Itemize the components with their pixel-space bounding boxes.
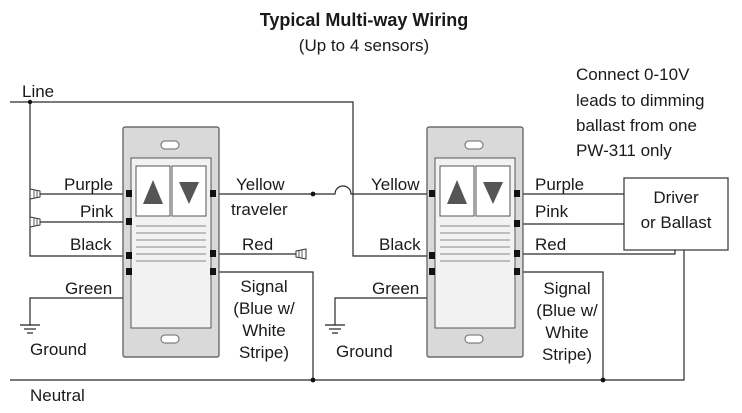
- right-ground-label: Ground: [336, 342, 393, 361]
- left-green-label: Green: [65, 279, 112, 298]
- right-black-wire: [352, 194, 431, 257]
- wires: [10, 101, 685, 381]
- up-arrow-icon: [447, 180, 467, 204]
- note-line-4: PW-311 only: [576, 141, 672, 160]
- left-sensor-switch: [122, 126, 220, 358]
- down-arrow-icon: [483, 182, 503, 204]
- ground-icon: [325, 324, 345, 334]
- wire-nut-icon: [29, 216, 41, 228]
- right-green-label: Green: [372, 279, 419, 298]
- left-green-wire: [29, 297, 128, 325]
- left-signal-line-1: Signal: [240, 277, 287, 296]
- neutral-label: Neutral: [30, 386, 85, 405]
- neutral-wire: [10, 250, 685, 381]
- mounting-screw-slot: [464, 140, 484, 150]
- wire-nut-icon: [29, 188, 41, 200]
- right-purple-label: Purple: [535, 175, 584, 194]
- note-line-3: ballast from one: [576, 116, 697, 135]
- junction-dot: [27, 99, 33, 105]
- right-red-label: Red: [535, 235, 566, 254]
- left-line-drop: [29, 102, 128, 257]
- right-signal-line-2: (Blue w/: [536, 301, 598, 320]
- ballast-note: Connect 0-10V leads to dimming ballast f…: [576, 65, 705, 160]
- right-red-wire: [518, 250, 676, 255]
- left-purple-label: Purple: [64, 175, 113, 194]
- left-black-label: Black: [70, 235, 112, 254]
- junction-dot: [600, 377, 606, 383]
- up-arrow-icon: [143, 180, 163, 204]
- mounting-screw-slot: [160, 140, 180, 150]
- driver-label-line-1: Driver: [653, 188, 699, 207]
- right-signal-line-4: Stripe): [542, 345, 592, 364]
- right-signal-wire: [518, 271, 604, 380]
- right-sensor-switch: [426, 126, 524, 358]
- driver-box: [623, 177, 729, 251]
- left-pink-label: Pink: [80, 202, 114, 221]
- line-wire: [10, 101, 354, 194]
- driver-label-line-2: or Ballast: [641, 213, 712, 232]
- right-green-wire: [334, 297, 431, 325]
- line-label: Line: [22, 82, 54, 101]
- note-line-1: Connect 0-10V: [576, 65, 690, 84]
- wire-nut-icon: [295, 248, 307, 260]
- junction-dot: [310, 191, 316, 197]
- right-signal-line-1: Signal: [543, 279, 590, 298]
- diagram-title: Typical Multi-way Wiring: [260, 10, 469, 30]
- note-line-2: leads to dimming: [576, 91, 705, 110]
- right-pink-label: Pink: [535, 202, 569, 221]
- right-signal-line-3: White: [545, 323, 588, 342]
- ground-icon: [20, 324, 40, 334]
- left-signal-line-3: White: [242, 321, 285, 340]
- yellow-traveler-wire: [214, 185, 431, 195]
- left-traveler-label: traveler: [231, 200, 288, 219]
- mounting-screw-slot: [464, 334, 484, 344]
- junction-dot: [310, 377, 316, 383]
- left-red-label: Red: [242, 235, 273, 254]
- left-signal-line-4: Stripe): [239, 343, 289, 362]
- left-signal-line-2: (Blue w/: [233, 299, 295, 318]
- left-signal-wire: [214, 271, 314, 380]
- mounting-screw-slot: [160, 334, 180, 344]
- left-yellow-label: Yellow: [236, 175, 285, 194]
- left-ground-label: Ground: [30, 340, 87, 359]
- right-yellow-label: Yellow: [371, 175, 420, 194]
- sensor-lens-grille: [136, 225, 206, 262]
- sensor-lens-grille: [440, 225, 510, 262]
- right-black-label: Black: [379, 235, 421, 254]
- down-arrow-icon: [179, 182, 199, 204]
- diagram-subtitle: (Up to 4 sensors): [299, 36, 429, 55]
